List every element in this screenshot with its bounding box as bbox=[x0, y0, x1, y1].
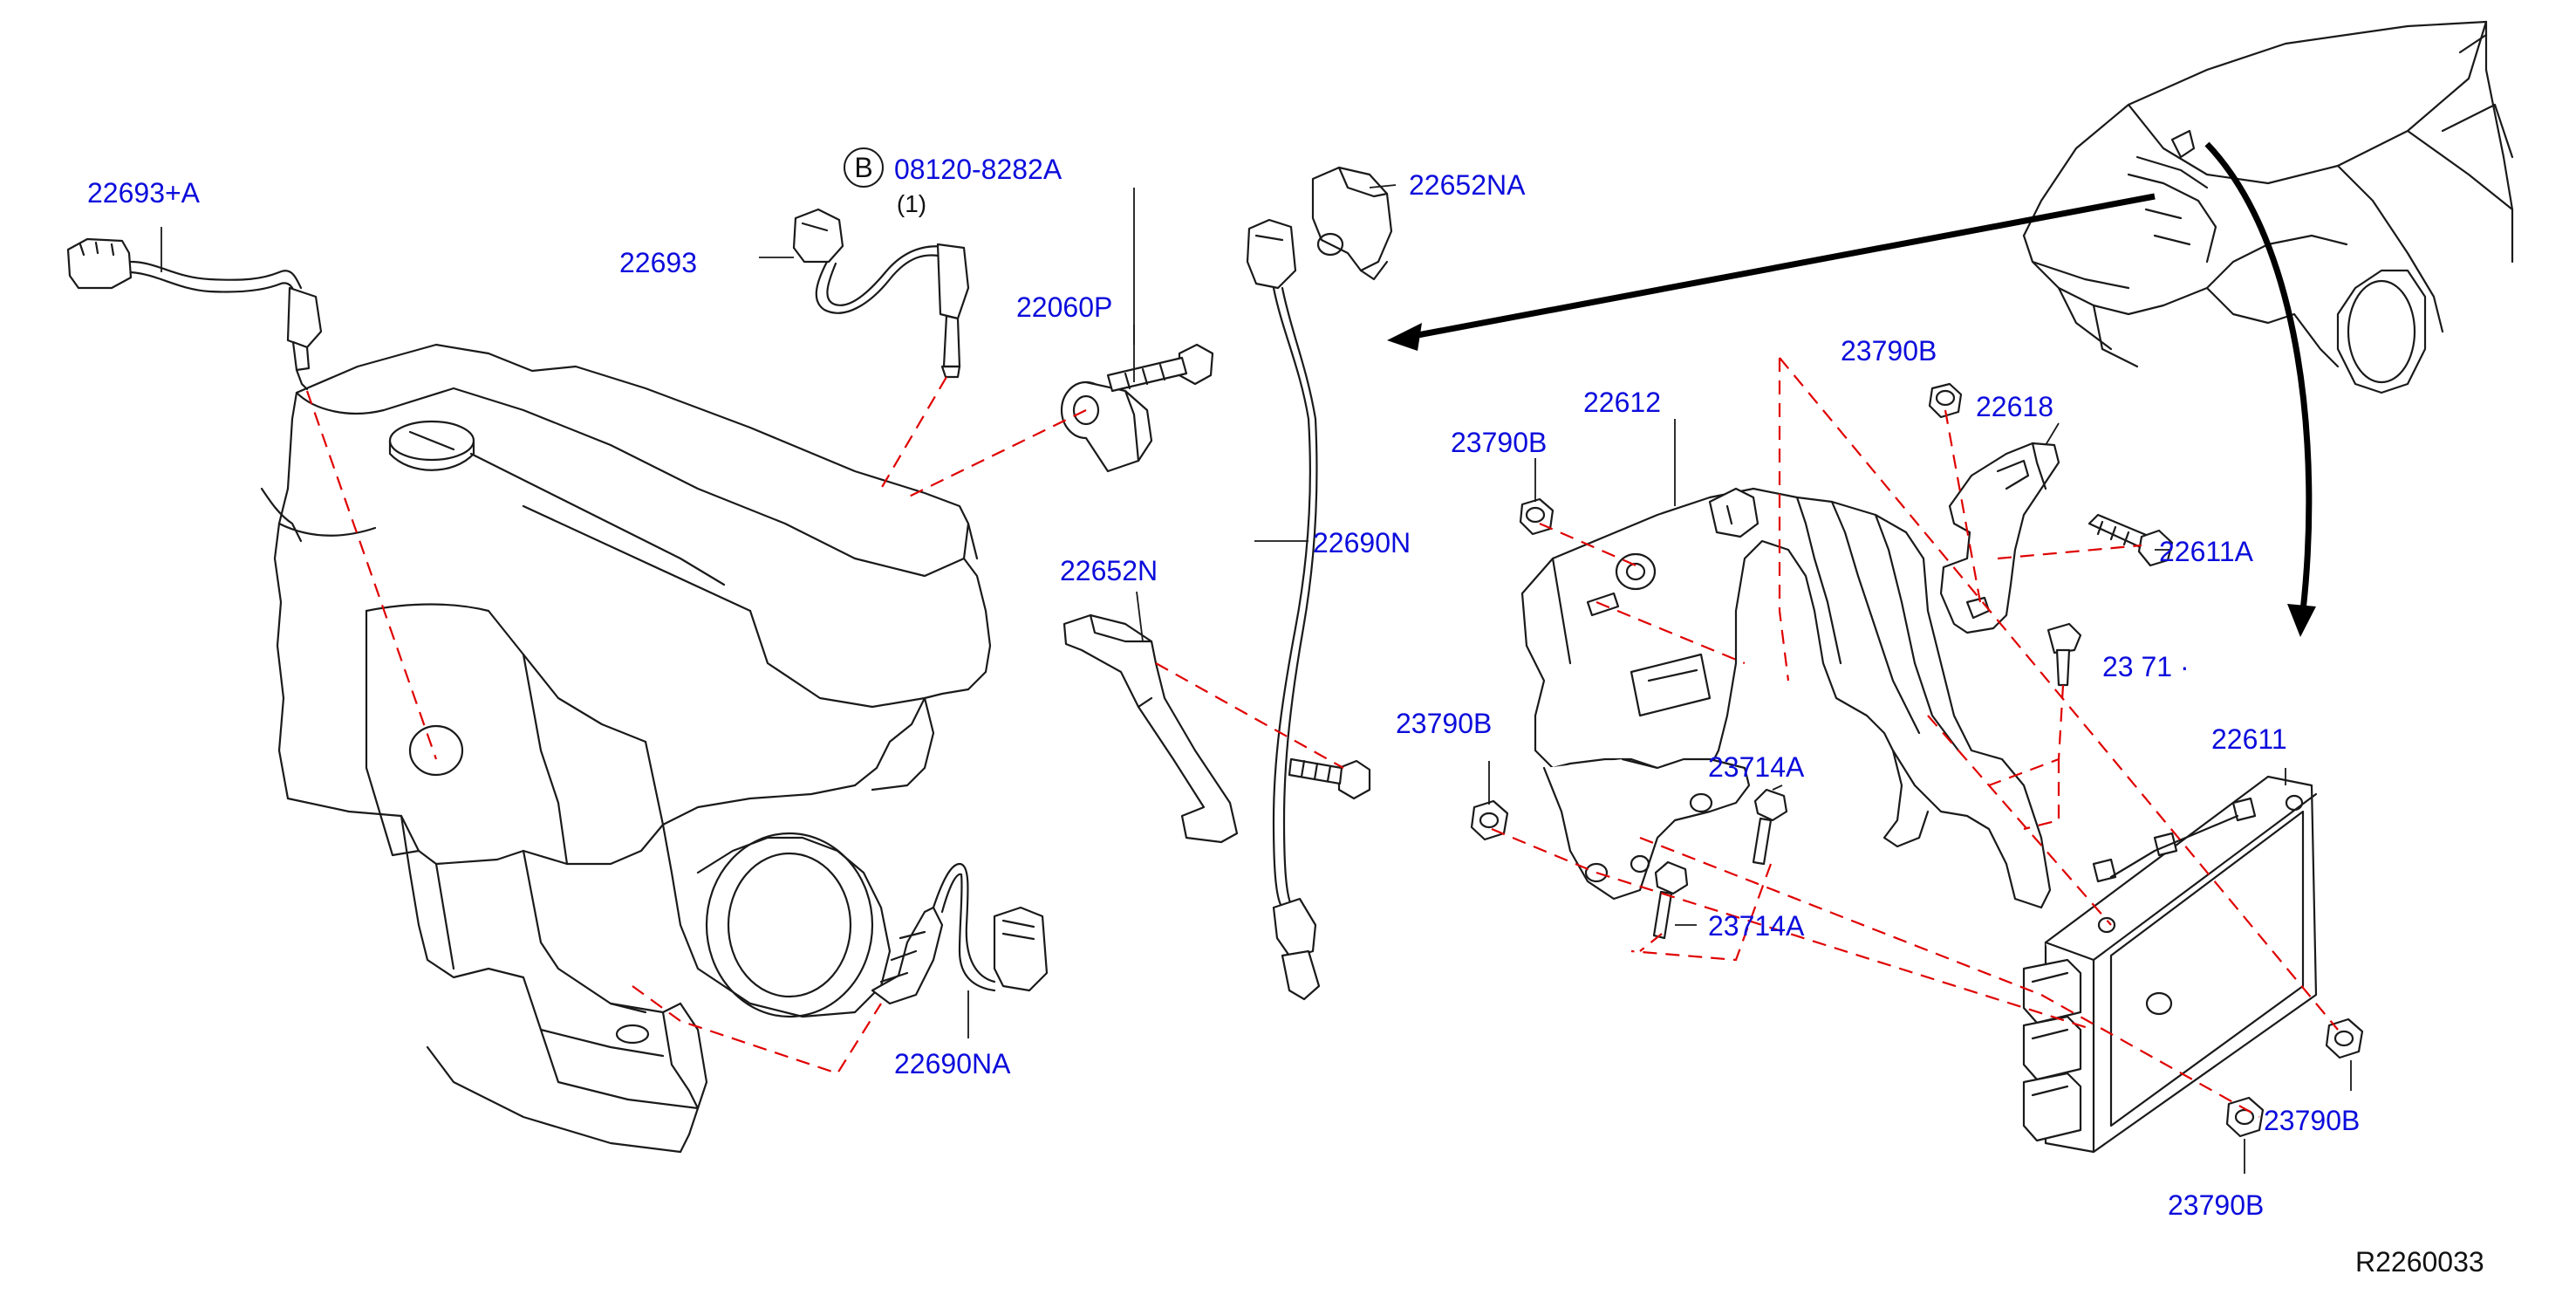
arrow-head-down bbox=[2287, 604, 2316, 637]
label-08120-8282A: 08120-8282A bbox=[894, 154, 1063, 185]
label-23790B-right2: 23790B bbox=[2168, 1189, 2264, 1221]
bolt-23714A-1 bbox=[1752, 788, 1788, 866]
bolt-23714A-2 bbox=[1652, 860, 1689, 940]
diagram-id: R2260033 bbox=[2355, 1246, 2484, 1278]
engine-assembly bbox=[260, 343, 992, 1154]
car-location-sketch bbox=[2022, 20, 2514, 394]
label-23790B-top: 23790B bbox=[1841, 335, 1937, 367]
label-23714A-2: 23714A bbox=[1708, 910, 1805, 942]
oxygen-sensor-22693 bbox=[792, 208, 970, 379]
label-22612: 22612 bbox=[1583, 387, 1661, 418]
callout-circle bbox=[844, 147, 884, 188]
label-22060P: 22060P bbox=[1016, 291, 1112, 323]
nut-23790B-top bbox=[1928, 382, 1963, 419]
nut-23790B-right1 bbox=[2325, 1018, 2364, 1059]
oxygen-sensor-22690NA bbox=[871, 862, 1049, 1005]
label-2371x: 23 71 · bbox=[2102, 651, 2190, 682]
label-23790B-left2: 23790B bbox=[1396, 708, 1492, 739]
knock-sensor-22060P bbox=[1060, 343, 1214, 473]
label-22693A: 22693+A bbox=[87, 177, 201, 209]
label-22611: 22611 bbox=[2211, 723, 2287, 755]
oxygen-sensor-22690N bbox=[1246, 218, 1321, 1001]
nut-23790B-right2 bbox=[2225, 1096, 2265, 1138]
bracket-22618 bbox=[1939, 442, 2060, 634]
bolt-22611A bbox=[2087, 513, 2174, 567]
callout-letter: B bbox=[854, 152, 872, 183]
location-arrows bbox=[1387, 141, 2316, 637]
label-22690N: 22690N bbox=[1313, 527, 1411, 558]
label-23714A-1: 23714A bbox=[1708, 751, 1805, 783]
bracket-22652NA bbox=[1311, 166, 1393, 281]
screw-2371x bbox=[2046, 622, 2082, 687]
nut-23790B-left1 bbox=[1519, 497, 1554, 536]
label-23790B-right1: 23790B bbox=[2264, 1105, 2360, 1136]
label-22611A: 22611A bbox=[2159, 536, 2254, 567]
ecm-bracket-22612 bbox=[1520, 487, 2052, 909]
bracket-22652N bbox=[1063, 613, 1371, 844]
label-23790B-left1: 23790B bbox=[1451, 427, 1547, 458]
label-22693: 22693 bbox=[619, 247, 697, 278]
label-22618: 22618 bbox=[1976, 391, 2053, 422]
leader-lines bbox=[161, 184, 2352, 1174]
arrow-head-left bbox=[1387, 323, 1422, 351]
alignment-lines bbox=[305, 357, 2339, 1118]
label-22652N: 22652N bbox=[1060, 555, 1158, 586]
label-22690NA: 22690NA bbox=[894, 1048, 1011, 1079]
label-22652NA: 22652NA bbox=[1409, 169, 1526, 201]
ecm-22611 bbox=[2022, 775, 2318, 1154]
qty-label: (1) bbox=[897, 190, 926, 217]
oxygen-sensor-22693A bbox=[66, 237, 323, 391]
